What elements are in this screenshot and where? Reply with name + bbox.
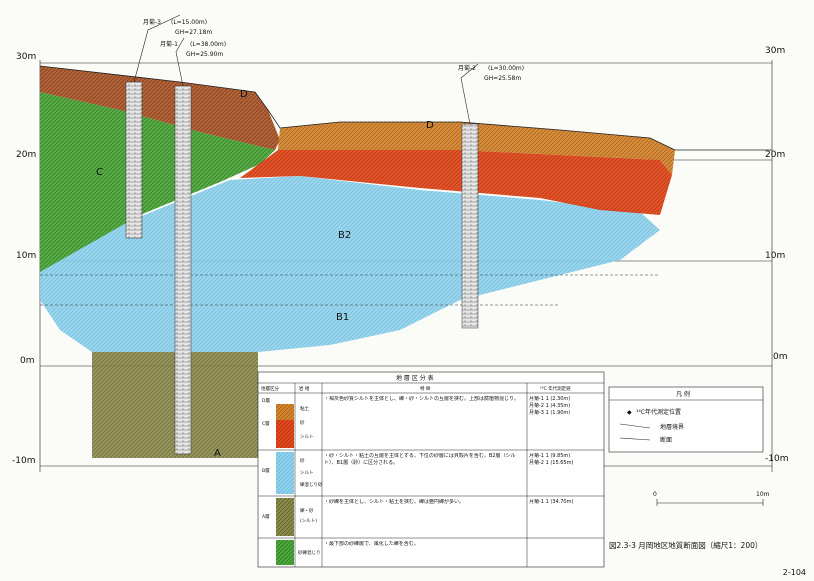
table-header-features: 特 徴 [420, 385, 431, 392]
legend-label-boundary: 地層境界 [660, 423, 684, 431]
ground-surface-line [39, 65, 772, 151]
legend-title: 凡 例 [676, 390, 690, 398]
table-row2-sub0: 砂 [300, 457, 305, 464]
table-row2-sub2: 礫混じり砂 [300, 481, 323, 488]
layer-labels: D D C B2 B1 A [96, 89, 434, 459]
table-row1-desc-wrap: ・褐灰色砂質シルトを主体とし、礫・砂・シルトの互層を挟む。上部は腐植物混じり。 [324, 396, 519, 402]
scale-bar-end: 10m [756, 491, 770, 498]
borehole-no3 [125, 14, 181, 239]
table-row2-desc-wrap: ・砂・シルト・粘土の互層を主体とする。下位の砂層には貝殻片を含む。B2層（シルト… [324, 453, 516, 466]
borehole-no2-gh: GH=25.58m [484, 75, 521, 82]
table-row2-sub1: シルト [300, 471, 314, 476]
layer-label-d-right: D [426, 120, 434, 131]
table-row3-section: A層 [262, 514, 270, 520]
layer-label-c: C [96, 167, 103, 178]
table-row2-dates-wrap: 月菊-1 1 (9.85m) 月菊-2 1 (15.65m) [529, 453, 574, 466]
borehole-no2-elev: (L=30.00m) [488, 65, 524, 72]
legend-label-section: 断面 [660, 436, 672, 444]
table-row1-sub3: シルト [300, 435, 314, 440]
layer-c [240, 150, 672, 215]
table-row4-sub0: 砂礫混じり [298, 549, 321, 556]
layer-label-d-left: D [240, 89, 248, 100]
left-axis-labels: 30m 20m 10m 0m -10m [12, 52, 36, 466]
scale-bar-start: 0 [653, 491, 657, 498]
table-row1-desc: ・褐灰色砂質シルトを主体とし、礫・砂・シルトの互層を挟む。上部は腐植物混じり。 [324, 396, 519, 402]
table-title: 地 層 区 分 表 [396, 374, 434, 382]
borehole-no1-elev: (L=38.00m) [190, 41, 226, 48]
axis-label-20m-left: 20m [16, 150, 36, 160]
legend-label-c14: ¹⁴C年代測定位置 [636, 408, 681, 416]
borehole-no1-name: 月菊-1 [160, 40, 178, 48]
table-row2-desc: ・砂・シルト・粘土の互層を主体とする。下位の砂層には貝殻片を含む。B2層（シルト… [324, 453, 516, 466]
table-row1-sub0: D層 [262, 398, 270, 404]
legend-symbol-c14: ◆ [627, 409, 632, 416]
right-axis-labels: 30m 20m 10m 0m -10m [765, 46, 788, 464]
legend-box: 凡 例 ◆ ¹⁴C年代測定位置 地層境界 断面 [608, 386, 764, 453]
table-row1-sub1: 粘土 [300, 405, 309, 412]
layer-b [40, 176, 660, 352]
borehole-labels: 月菊-3 (L=15.00m) GH=27.18m 月菊-1 (L=38.00m… [143, 18, 524, 82]
layer-green [40, 92, 275, 272]
table-row2-section: B層 [262, 468, 270, 474]
axis-label-20m-right: 20m [765, 150, 785, 160]
table-row1-section: C層 [262, 421, 270, 427]
borehole-no2-name: 月菊-2 [458, 64, 476, 72]
page-number: 2-104 [782, 568, 806, 577]
stratigraphic-table: 地 層 区 分 表 地層区分 岩 相 特 徴 ¹⁴C 年代測定値 C層 D層 粘… [257, 371, 605, 568]
layer-label-b1: B1 [336, 312, 349, 323]
layer-d-left [40, 66, 280, 150]
axis-label-minus10m-right: -10m [765, 454, 788, 464]
table-row1-dates: 月菊-1 1 (2.30m) 月菊-2 1 (4.35m) 月菊-3 1 (1.… [529, 396, 571, 416]
table-header-dates: ¹⁴C 年代測定値 [540, 385, 571, 392]
borehole-no3-name: 月菊-3 [143, 18, 161, 26]
layer-label-a: A [214, 448, 221, 459]
table-row3-sub1: (シルト) [300, 518, 317, 524]
layer-label-b2: B2 [338, 230, 351, 241]
table-row3-desc: ・砂礫を主体とし、シルト・粘土を挟む。礫は亜円礫が多い。 [324, 499, 465, 505]
borehole-no1-gh: GH=25.90m [186, 51, 223, 58]
borehole-no3-gh: GH=27.18m [175, 29, 212, 36]
table-row3-sub0: 礫・砂 [300, 507, 314, 514]
table-row4-desc-wrap: ・最下部の砂礫層で、風化した礫を含む。 [324, 541, 419, 547]
axis-label-30m-left: 30m [16, 52, 36, 62]
table-row2-dates: 月菊-1 1 (9.85m) 月菊-2 1 (15.65m) [529, 453, 574, 466]
table-row3-desc-wrap: ・砂礫を主体とし、シルト・粘土を挟む。礫は亜円礫が多い。 [324, 499, 465, 505]
figure-caption: 図2.3-3 月岡地区地質断面図（縮尺1：200） [609, 540, 762, 550]
axis-label-0m-left: 0m [20, 356, 35, 366]
axis-label-10m-left: 10m [16, 251, 36, 261]
axis-label-30m-right: 30m [765, 46, 785, 56]
table-row3-dates: 月菊-1 1 (34.70m) [529, 499, 574, 505]
borehole-no1 [174, 37, 192, 455]
axis-label-0m-right: 0m [773, 352, 788, 362]
table-row1-dates-wrap: 月菊-1 1 (2.30m) 月菊-2 1 (4.35m) 月菊-3 1 (1.… [529, 396, 571, 416]
borehole-no3-elev: (L=15.00m) [171, 19, 207, 26]
table-row3-dates-wrap: 月菊-1 1 (34.70m) [529, 499, 574, 505]
table-row1-sub2: 砂 [300, 419, 305, 426]
table-header-lithology: 岩 相 [299, 385, 310, 392]
axis-label-minus10m-left: -10m [12, 456, 35, 466]
table-row4-desc: ・最下部の砂礫層で、風化した礫を含む。 [324, 541, 419, 547]
table-header-unit: 地層区分 [261, 385, 279, 392]
layer-boundaries [40, 274, 660, 306]
borehole-no2 [460, 63, 479, 329]
axis-label-10m-right: 10m [765, 251, 785, 261]
scale-bar: 0 10m [653, 491, 770, 506]
